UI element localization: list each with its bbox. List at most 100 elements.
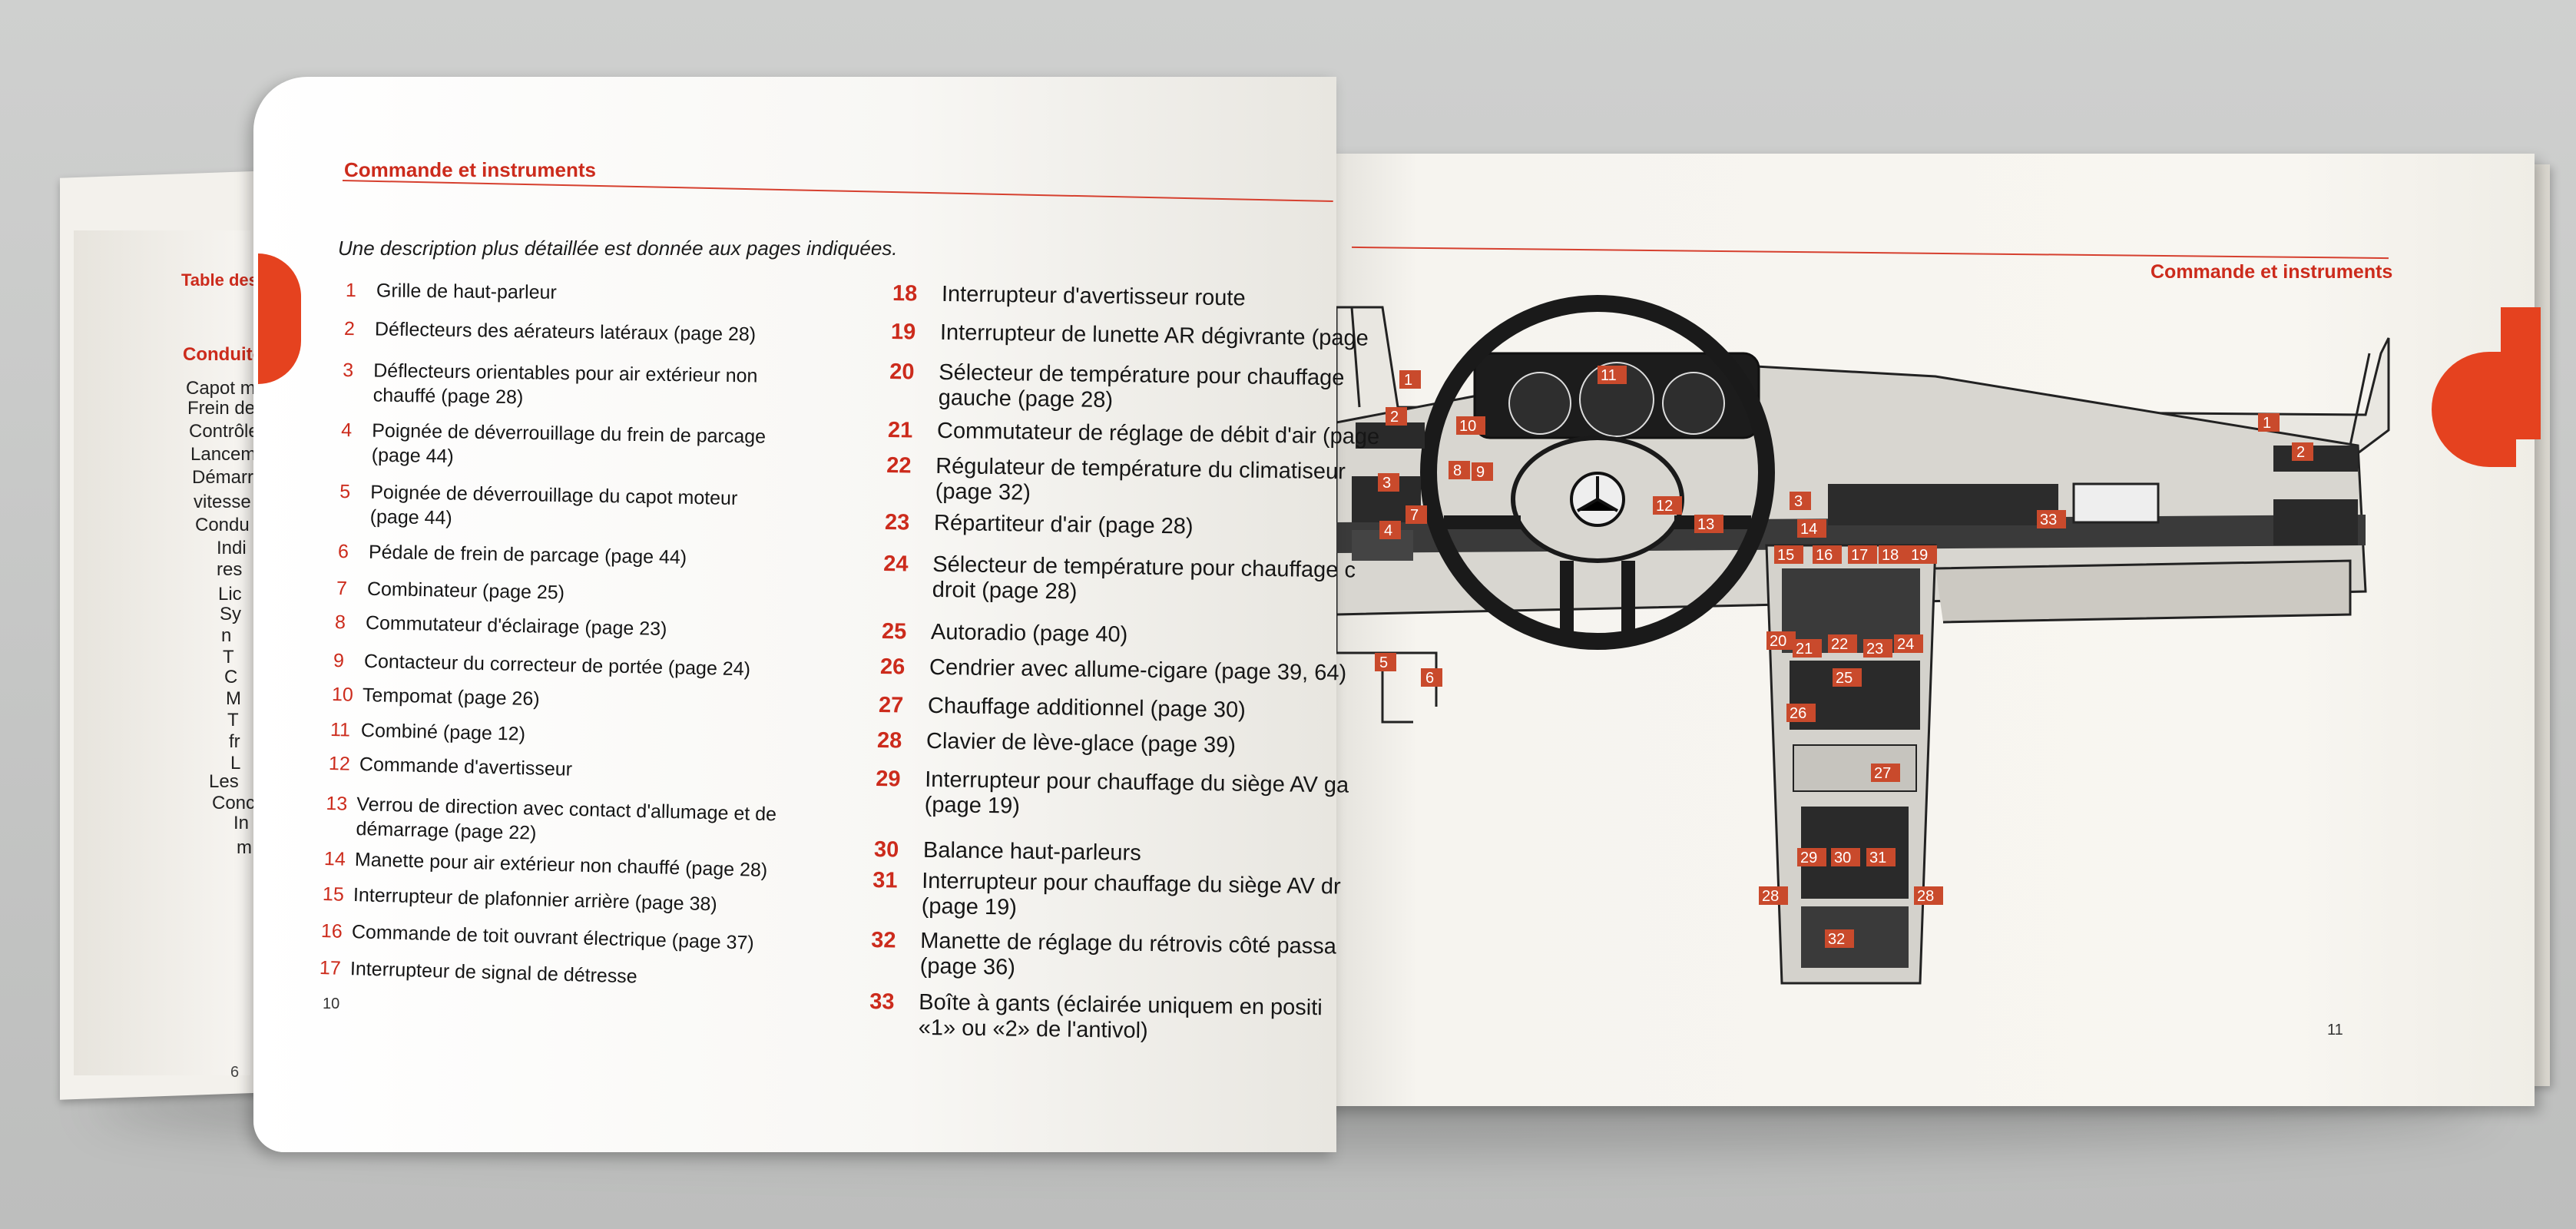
back-page-line: Frein de bbox=[187, 398, 256, 419]
left-page-header: Commande et instruments bbox=[344, 158, 596, 181]
callout-9: 9 bbox=[1472, 462, 1493, 481]
callout-7: 7 bbox=[1406, 505, 1427, 524]
left-section-tab bbox=[258, 253, 301, 384]
legend-item-line: Autoradio (page 40) bbox=[930, 619, 1128, 648]
back-page-line: Les bbox=[209, 771, 239, 792]
legend-item: 27 Chauffage additionnel (page 30) bbox=[879, 693, 1246, 724]
legend-item-number: 26 bbox=[879, 654, 906, 680]
callout-12: 12 bbox=[1653, 496, 1682, 515]
legend-item-number: 31 bbox=[872, 868, 898, 893]
back-page-line: Sy bbox=[220, 604, 242, 624]
legend-item-text: Commande d'avertisseur bbox=[359, 752, 573, 782]
svg-text:27: 27 bbox=[1874, 765, 1891, 782]
back-page-strip bbox=[74, 230, 250, 1075]
back-page-line: Démarr bbox=[192, 467, 254, 488]
callout-10: 10 bbox=[1456, 416, 1485, 435]
legend-item-number: 32 bbox=[871, 928, 896, 953]
svg-text:19: 19 bbox=[1911, 547, 1928, 564]
svg-text:22: 22 bbox=[1831, 636, 1848, 653]
legend-item-text: Balance haut-parleurs bbox=[923, 838, 1141, 866]
callout-2b: 2 bbox=[2292, 442, 2313, 461]
legend-item-text: Déflecteurs orientables pour air extérie… bbox=[373, 359, 758, 413]
right-page-number: 11 bbox=[2327, 1022, 2343, 1039]
svg-text:25: 25 bbox=[1836, 670, 1853, 687]
legend-item-number: 28 bbox=[876, 728, 902, 754]
callout-17: 17 bbox=[1848, 545, 1877, 564]
dashboard-illustration: 1 1 2 2 3 3 4 5 6 7 8 9 10 11 12 13 14 1… bbox=[1336, 295, 2390, 985]
legend-item-line: Combiné (page 12) bbox=[360, 719, 526, 745]
callout-15: 15 bbox=[1774, 545, 1803, 564]
svg-text:31: 31 bbox=[1869, 850, 1886, 866]
callout-24: 24 bbox=[1894, 634, 1923, 653]
legend-item-number: 4 bbox=[341, 419, 353, 442]
callout-33: 33 bbox=[2037, 510, 2066, 528]
svg-text:24: 24 bbox=[1897, 636, 1914, 653]
callout-20: 20 bbox=[1766, 631, 1796, 650]
svg-text:8: 8 bbox=[1453, 462, 1462, 479]
legend-item-text: Combiné (page 12) bbox=[361, 718, 526, 747]
svg-text:23: 23 bbox=[1866, 641, 1883, 658]
svg-text:11: 11 bbox=[1601, 367, 1617, 384]
legend-item-line: Commande d'avertisseur bbox=[359, 753, 573, 780]
legend-item-text: Manette de réglage du rétrovis côté pass… bbox=[920, 929, 1337, 986]
legend-item-text: Répartiteur d'air (page 28) bbox=[934, 511, 1194, 540]
svg-text:9: 9 bbox=[1476, 464, 1485, 481]
back-page-header: Table des bbox=[181, 270, 258, 290]
left-page-intro: Une description plus détaillée est donné… bbox=[338, 237, 898, 260]
legend-item-line: Combinateur (page 25) bbox=[366, 578, 565, 604]
legend-item-text: Tempomat (page 26) bbox=[363, 683, 540, 711]
svg-text:2: 2 bbox=[1390, 409, 1399, 426]
svg-text:1: 1 bbox=[1404, 372, 1412, 389]
legend-item-line: Clavier de lève-glace (page 39) bbox=[925, 728, 1237, 758]
callout-1: 1 bbox=[1399, 370, 1421, 389]
legend-item-number: 17 bbox=[319, 957, 342, 979]
right-page-header: Commande et instruments bbox=[2151, 261, 2393, 283]
back-page-line: Contrôle bbox=[189, 421, 259, 442]
right-section-tab-edge bbox=[2501, 307, 2541, 439]
callout-29: 29 bbox=[1797, 848, 1826, 866]
svg-text:29: 29 bbox=[1800, 850, 1817, 866]
back-page-line: L bbox=[230, 753, 241, 774]
back-page-line: fr bbox=[229, 731, 240, 752]
svg-text:32: 32 bbox=[1828, 931, 1845, 948]
legend-item: 32 Manette de réglage du rétrovis côté pa… bbox=[871, 928, 1337, 986]
callout-11: 11 bbox=[1598, 366, 1627, 384]
legend-item-text: Chauffage additionnel (page 30) bbox=[928, 694, 1246, 724]
legend-item-number: 14 bbox=[323, 848, 346, 870]
callout-14: 14 bbox=[1797, 519, 1826, 538]
svg-text:2: 2 bbox=[2296, 444, 2305, 461]
callout-labels: 1 1 2 2 3 3 4 5 6 7 8 9 10 11 12 13 14 1… bbox=[1375, 366, 2313, 948]
svg-text:3: 3 bbox=[1794, 493, 1803, 510]
callout-19: 19 bbox=[1908, 545, 1937, 564]
legend-item-text: Sélecteur de température pour chauffage … bbox=[932, 552, 1356, 609]
callout-22: 22 bbox=[1828, 634, 1857, 653]
legend-item-number: 11 bbox=[329, 719, 351, 741]
legend-item-text: Interrupteur pour chauffage du siège AV … bbox=[925, 767, 1349, 824]
svg-text:28: 28 bbox=[1762, 888, 1779, 905]
legend-item-number: 27 bbox=[878, 693, 904, 718]
back-page-line: Lancem bbox=[190, 444, 257, 465]
svg-text:10: 10 bbox=[1459, 418, 1476, 435]
back-page-line: T bbox=[227, 710, 239, 730]
callout-23: 23 bbox=[1863, 639, 1892, 658]
legend-item-number: 3 bbox=[343, 359, 354, 382]
legend-item-line: Tempomat (page 26) bbox=[362, 684, 540, 711]
legend-item-text: Poignée de déverrouillage du frein de pa… bbox=[371, 419, 767, 474]
legend-item-text: Clavier de lève-glace (page 39) bbox=[926, 729, 1236, 759]
legend-item-number: 7 bbox=[336, 578, 348, 600]
callout-26: 26 bbox=[1786, 704, 1816, 722]
svg-text:5: 5 bbox=[1379, 654, 1388, 671]
legend-item-number: 25 bbox=[881, 619, 907, 644]
legend-item-text: Boîte à gants (éclairée uniquem en posit… bbox=[919, 990, 1323, 1046]
svg-text:28: 28 bbox=[1917, 888, 1934, 905]
callout-5: 5 bbox=[1375, 653, 1396, 671]
svg-text:12: 12 bbox=[1656, 498, 1673, 515]
legend-item: 7 Combinateur (page 25) bbox=[336, 576, 565, 605]
